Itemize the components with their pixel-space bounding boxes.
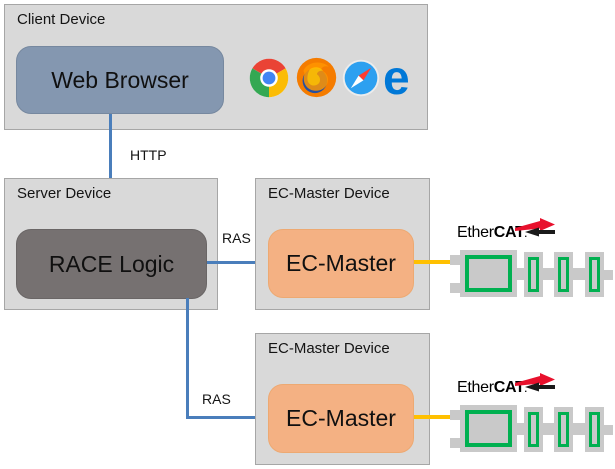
segment-link (573, 423, 585, 435)
ec-master-node-top: EC-Master (268, 229, 414, 298)
coupler-frame (465, 255, 512, 292)
edge-icon: e (383, 52, 423, 105)
slave-frame (528, 257, 539, 292)
web-browser-node: Web Browser (16, 46, 224, 114)
ethercat-bus-line-bottom (414, 415, 459, 419)
ec-master-label-bottom: EC-Master (286, 405, 396, 431)
svg-text:e: e (383, 57, 410, 99)
http-label: HTTP (130, 147, 167, 163)
ras-connection-line-bottom-vertical (186, 298, 189, 419)
client-device-title: Client Device (17, 11, 106, 28)
coupler-tab (450, 438, 462, 448)
ras-label-top: RAS (222, 230, 251, 246)
slave-frame (589, 412, 600, 447)
slave-frame (558, 257, 569, 292)
firefox-icon (296, 57, 337, 103)
http-connection-line (109, 114, 112, 231)
segment-link (573, 268, 585, 280)
ethercat-arrow-icon-bottom (515, 373, 555, 398)
slave-frame (589, 257, 600, 292)
ethercat-logo-bottom: EtherCAT. (457, 379, 527, 397)
ethercat-segment-top (448, 250, 614, 298)
slave-frame (528, 412, 539, 447)
segment-end-stub (604, 270, 613, 280)
ethercat-brand-mark: . (524, 384, 528, 394)
safari-icon (342, 59, 380, 102)
coupler-tab (450, 255, 462, 265)
coupler-tab (450, 283, 462, 293)
ec-master-label-top: EC-Master (286, 250, 396, 276)
ethercat-brand-prefix: Ether (457, 379, 494, 396)
segment-link (543, 423, 554, 435)
race-logic-label: RACE Logic (48, 250, 175, 277)
ethercat-arrow-icon-top (515, 218, 555, 243)
ec-master-device-title-bottom: EC-Master Device (268, 340, 390, 357)
ras-connection-line-top (207, 261, 268, 264)
segment-link (517, 268, 525, 280)
coupler-frame (465, 410, 512, 447)
ras-label-bottom: RAS (202, 391, 231, 407)
ras-connection-line-bottom-horizontal (186, 416, 269, 419)
web-browser-label: Web Browser (51, 66, 189, 93)
segment-link (543, 268, 554, 280)
ethercat-bus-line-top (414, 260, 459, 264)
ethercat-brand-mark: . (524, 229, 528, 239)
ec-master-device-title-top: EC-Master Device (268, 185, 390, 202)
ethercat-brand-prefix: Ether (457, 224, 494, 241)
chrome-icon (249, 58, 289, 103)
race-logic-node: RACE Logic (16, 229, 207, 299)
slave-frame (558, 412, 569, 447)
segment-link (517, 423, 525, 435)
ec-master-node-bottom: EC-Master (268, 384, 414, 453)
server-device-title: Server Device (17, 185, 112, 202)
coupler-tab (450, 410, 462, 420)
ethercat-segment-bottom (448, 405, 614, 453)
segment-end-stub (604, 425, 613, 435)
